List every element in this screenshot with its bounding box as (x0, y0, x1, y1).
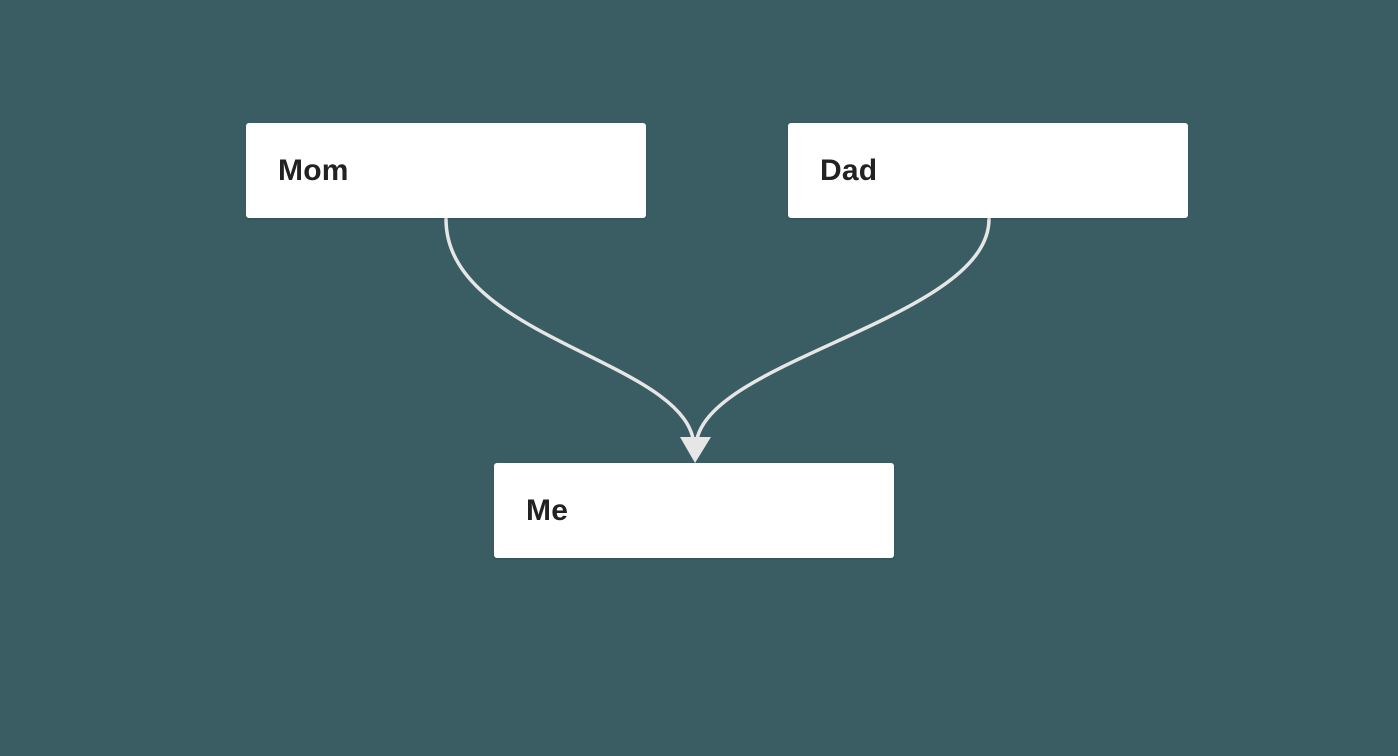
node-dad-label: Dad (820, 153, 878, 187)
node-dad[interactable]: Dad (788, 123, 1188, 218)
node-me[interactable]: Me (494, 463, 894, 558)
arrowhead-me (680, 437, 711, 463)
edge-dad-to-me (694, 217, 991, 448)
node-mom-label: Mom (278, 153, 349, 187)
node-me-label: Me (526, 493, 569, 527)
node-mom[interactable]: Mom (246, 123, 646, 218)
edge-mom-to-me (444, 217, 696, 448)
